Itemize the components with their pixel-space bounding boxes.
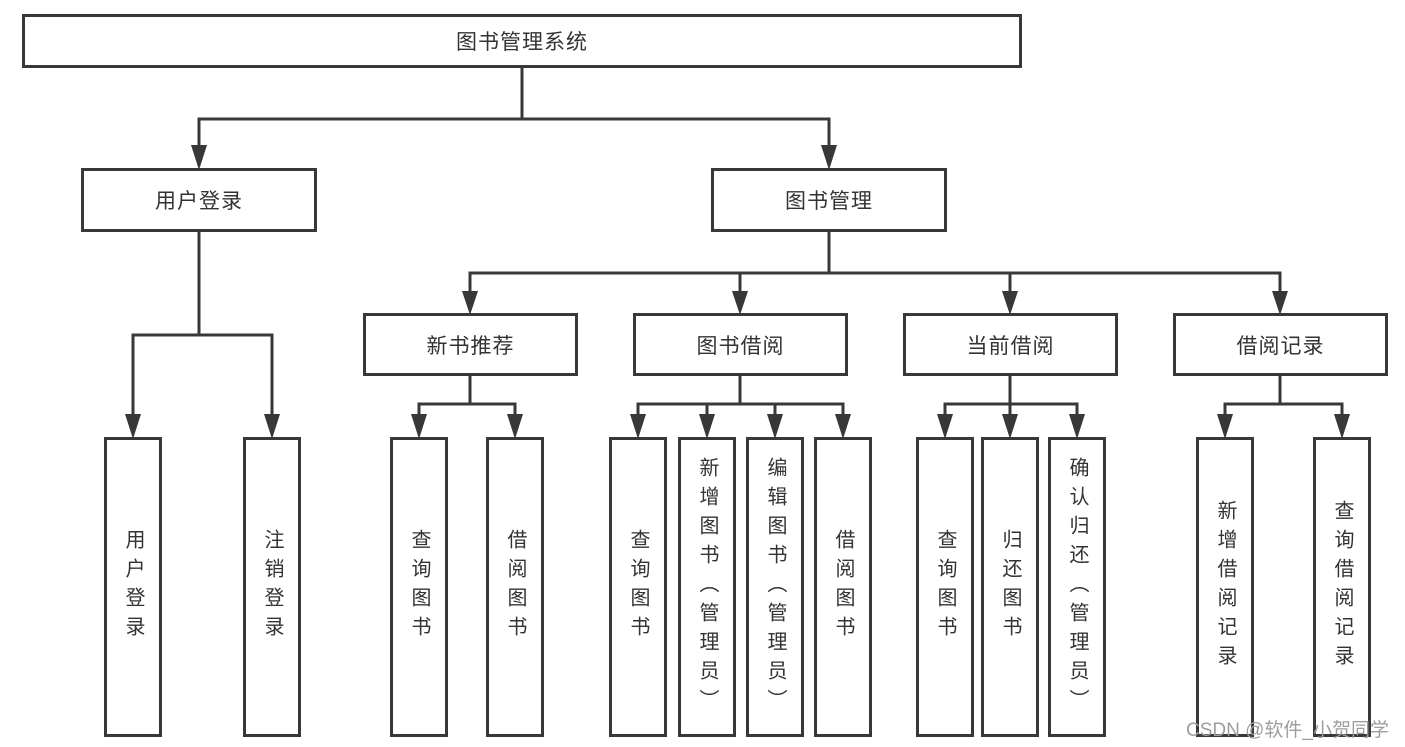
- leaf-query-book-recommend: 查询图书: [390, 437, 448, 737]
- node-new-book-recommend-label: 新书推荐: [426, 334, 515, 358]
- leaf-query-book-recommend-label: 查询图书: [408, 529, 430, 645]
- leaf-query-borrow-record-label: 查询借阅记录: [1331, 500, 1353, 674]
- arrowheads-level3: [462, 291, 1288, 315]
- leaf-edit-book-admin: 编辑图书（管理员）: [746, 437, 804, 737]
- leaf-borrow-book-label: 借阅图书: [832, 529, 854, 645]
- leaf-borrow-book-recommend-label: 借阅图书: [504, 529, 526, 645]
- leaf-add-borrow-record: 新增借阅记录: [1196, 437, 1254, 737]
- connector-borrow-records-branch: [1223, 374, 1344, 415]
- leaf-add-book-admin: 新增图书（管理员）: [678, 437, 736, 737]
- leaf-edit-book-admin-label: 编辑图书（管理员）: [764, 456, 786, 718]
- node-borrow-records-label: 借阅记录: [1236, 334, 1325, 358]
- connector-root-to-level2: [197, 66, 831, 146]
- leaf-query-book-current: 查询图书: [916, 437, 974, 737]
- node-book-management: 图书管理: [711, 168, 947, 232]
- arrowheads-book-borrow-children: [630, 414, 851, 439]
- connector-user-login-branch: [131, 230, 274, 415]
- node-borrow-records: 借阅记录: [1173, 313, 1388, 376]
- node-book-management-label: 图书管理: [785, 190, 873, 213]
- arrowheads-current-borrow-children: [937, 414, 1085, 439]
- connector-book-management-branch: [468, 230, 1282, 292]
- node-current-borrow: 当前借阅: [903, 313, 1118, 376]
- leaf-logout: 注销登录: [243, 437, 301, 737]
- node-user-login-label: 用户登录: [155, 190, 243, 213]
- leaf-query-book-borrow: 查询图书: [609, 437, 667, 737]
- csdn-watermark: CSDN @软件_小贺同学: [1186, 720, 1389, 741]
- leaf-query-book-current-label: 查询图书: [934, 529, 956, 645]
- node-book-borrow-label: 图书借阅: [696, 334, 785, 358]
- arrowheads-new-book-children: [411, 414, 523, 439]
- arrowheads-borrow-records-children: [1217, 414, 1350, 439]
- leaf-borrow-book-recommend: 借阅图书: [486, 437, 544, 737]
- leaf-query-borrow-record: 查询借阅记录: [1313, 437, 1371, 737]
- leaf-add-book-admin-label: 新增图书（管理员）: [696, 456, 718, 718]
- node-root-label: 图书管理系统: [456, 31, 588, 54]
- connector-current-borrow-branch: [943, 374, 1079, 415]
- connector-book-borrow-branch: [636, 374, 845, 415]
- node-book-borrow: 图书借阅: [633, 313, 848, 376]
- leaf-confirm-return-admin: 确认归还（管理员）: [1048, 437, 1106, 737]
- leaf-logout-label: 注销登录: [261, 529, 283, 645]
- leaf-return-book-label: 归还图书: [999, 529, 1021, 645]
- leaf-borrow-book: 借阅图书: [814, 437, 872, 737]
- leaf-add-borrow-record-label: 新增借阅记录: [1214, 500, 1236, 674]
- node-current-borrow-label: 当前借阅: [966, 334, 1055, 358]
- leaf-return-book: 归还图书: [981, 437, 1039, 737]
- node-user-login: 用户登录: [81, 168, 317, 232]
- leaf-confirm-return-admin-label: 确认归还（管理员）: [1066, 456, 1088, 718]
- arrowheads-level2: [191, 145, 837, 170]
- node-new-book-recommend: 新书推荐: [363, 313, 578, 376]
- connector-new-book-branch: [417, 374, 517, 415]
- arrowheads-user-login-children: [125, 414, 280, 439]
- leaf-query-book-borrow-label: 查询图书: [627, 529, 649, 645]
- leaf-user-login-label: 用户登录: [122, 529, 144, 645]
- leaf-user-login: 用户登录: [104, 437, 162, 737]
- node-root: 图书管理系统: [22, 14, 1022, 68]
